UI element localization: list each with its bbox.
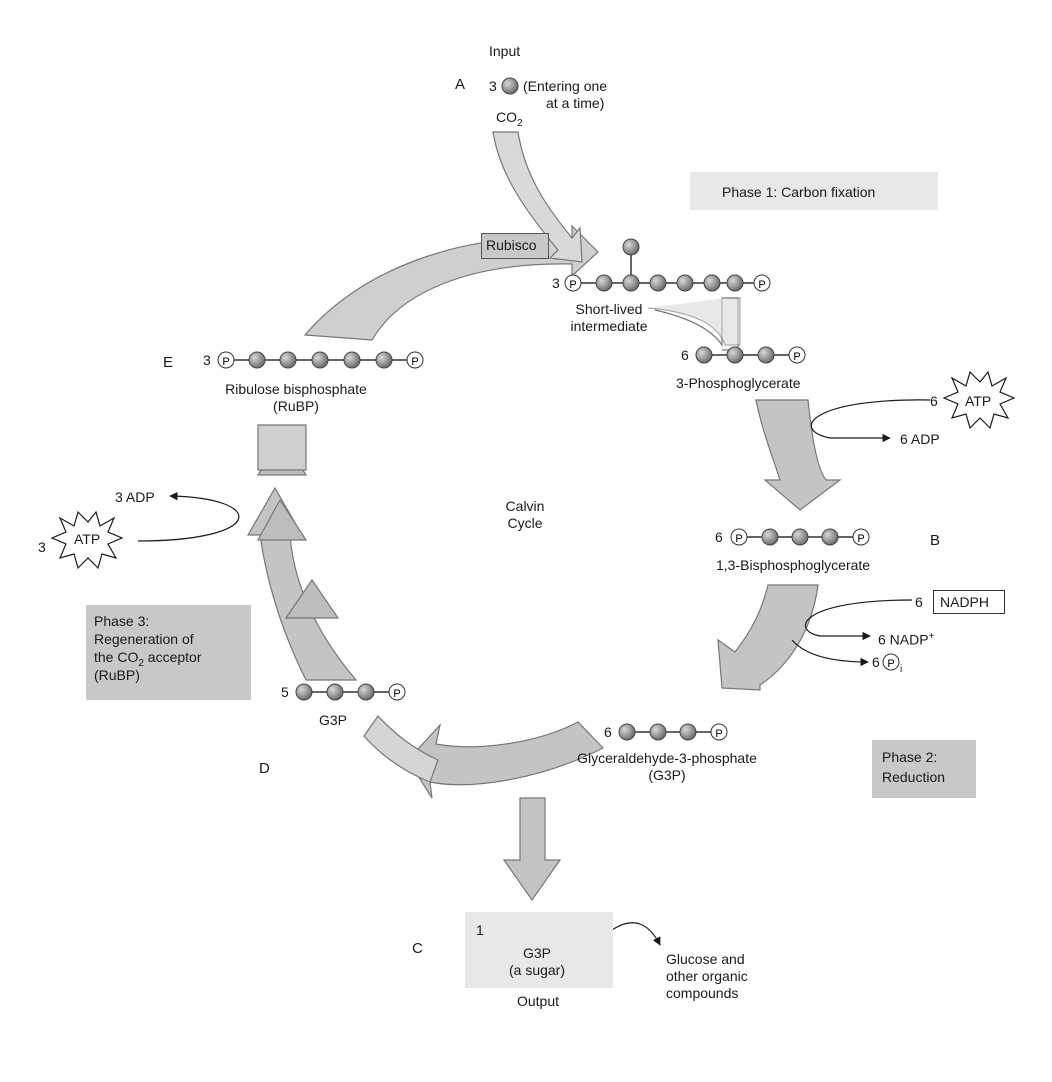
letter-a: A — [455, 76, 466, 93]
co2-ball — [501, 77, 519, 95]
rubp-line2: (RuBP) — [273, 398, 319, 414]
svg-text:P: P — [222, 356, 229, 368]
phase3-line3-sub: 2 — [138, 657, 144, 669]
product-line1: Glucose and — [666, 951, 745, 967]
phase2-line1: Phase 2: — [882, 749, 938, 765]
atp-burst-right — [942, 370, 1016, 430]
intermediate-count: 3 — [552, 275, 560, 291]
phase3-line1: Phase 3: — [94, 613, 150, 629]
atp-left-label: ATP — [74, 531, 101, 547]
rubp-line1: Ribulose bisphosphate — [225, 381, 367, 397]
phase2-box — [872, 740, 976, 798]
g3p-main-line1: Glyceraldehyde-3-phosphate — [577, 750, 757, 766]
output-count: 1 — [476, 922, 484, 938]
pi-count: 6 — [872, 654, 880, 670]
product-line3: compounds — [666, 985, 739, 1001]
bpg-count: 6 — [715, 529, 723, 545]
arc-pga-to-bpg — [755, 399, 842, 511]
input-count: 3 — [489, 78, 497, 94]
svg-text:P: P — [887, 658, 894, 670]
phase3-box — [86, 605, 251, 700]
letter-c: C — [412, 940, 423, 957]
atp-right-label: ATP — [965, 393, 992, 409]
phase3-line3a: the CO — [94, 649, 139, 665]
intermediate-line1: Short-lived — [575, 301, 643, 317]
intermediate-line2: intermediate — [570, 318, 648, 334]
nadph-to-nadp — [804, 599, 913, 641]
product-line2: other organic — [666, 968, 748, 984]
to-products — [611, 922, 661, 946]
rubp-chain: P P — [217, 351, 424, 369]
bpg-name: 1,3-Bisphosphoglycerate — [716, 557, 871, 573]
g3p-main-count: 6 — [604, 724, 612, 740]
rubisco-box — [481, 233, 549, 259]
g3p-recycle-name: G3P — [318, 712, 348, 728]
phase3-line2: Regeneration of — [94, 631, 194, 647]
nadph-box — [933, 590, 1005, 614]
g3p-recycle-chain: P — [295, 683, 406, 701]
nadp-text: 6 NADP — [878, 631, 929, 648]
phase3-line4: (RuBP) — [94, 667, 140, 683]
phase1-box — [690, 172, 938, 210]
svg-text:P: P — [735, 533, 742, 545]
output-heading: Output — [516, 993, 560, 1009]
pga-name: 3-Phosphoglycerate — [676, 375, 801, 391]
atp-right-count: 6 — [930, 393, 938, 409]
letter-e: E — [163, 354, 174, 371]
center-line1: Calvin — [505, 498, 545, 514]
svg-text:P: P — [793, 351, 800, 363]
input-note-2: at a time) — [546, 95, 605, 111]
svg-text:P: P — [393, 688, 400, 700]
g3p-main-chain: P — [618, 723, 728, 741]
svg-text:P: P — [569, 279, 576, 291]
co2-text: CO — [496, 109, 517, 125]
g3p-main-line2: (G3P) — [648, 767, 686, 783]
input-note-1: (Entering one — [523, 78, 608, 94]
phase3-line3b: acceptor — [143, 649, 202, 665]
output-line2: (a sugar) — [508, 962, 566, 978]
pi-sub: i — [900, 664, 903, 675]
svg-text:P: P — [715, 728, 722, 740]
output-line1: G3P — [522, 945, 552, 961]
adp-left-label: 3 ADP — [115, 489, 155, 505]
to-pi — [791, 639, 869, 667]
atp-burst-left — [50, 510, 124, 570]
bpg-chain: P P — [730, 528, 870, 546]
nadp-label: 6 NADP+ — [878, 628, 934, 649]
output-box — [465, 912, 613, 988]
nadph-count: 6 — [915, 594, 923, 610]
atp-left-count: 3 — [38, 539, 46, 555]
atp-to-adp-left — [137, 491, 240, 542]
rubp-count: 3 — [203, 352, 211, 368]
atp-to-adp-right — [810, 399, 931, 443]
svg-text:P: P — [411, 356, 418, 368]
pga-chain: P — [695, 346, 806, 364]
svg-text:P: P — [857, 533, 864, 545]
rubisco-label: Rubisco — [486, 237, 537, 253]
pi-circle — [882, 653, 900, 671]
intermediate-chain: P P — [564, 238, 771, 292]
input-heading: Input — [489, 43, 521, 59]
letter-b: B — [930, 532, 941, 549]
adp-right-label: 6 ADP — [900, 431, 940, 447]
nadp-sup: + — [928, 631, 935, 642]
g3p-recycle-count: 5 — [281, 684, 289, 700]
nadph-label: NADPH — [940, 594, 990, 610]
svg-text:P: P — [758, 279, 765, 291]
co2-sub: 2 — [517, 117, 523, 129]
co2-label: CO2 — [496, 108, 523, 133]
phase2-line2: Reduction — [882, 769, 946, 785]
phase1-label: Phase 1: Carbon fixation — [722, 184, 876, 200]
center-line2: Cycle — [507, 515, 543, 531]
co2-input-arrow — [492, 131, 583, 263]
pga-count: 6 — [681, 347, 689, 363]
output-arrow — [502, 797, 562, 902]
letter-d: D — [259, 760, 270, 777]
phase3-line3: the CO2 acceptor — [94, 648, 202, 673]
